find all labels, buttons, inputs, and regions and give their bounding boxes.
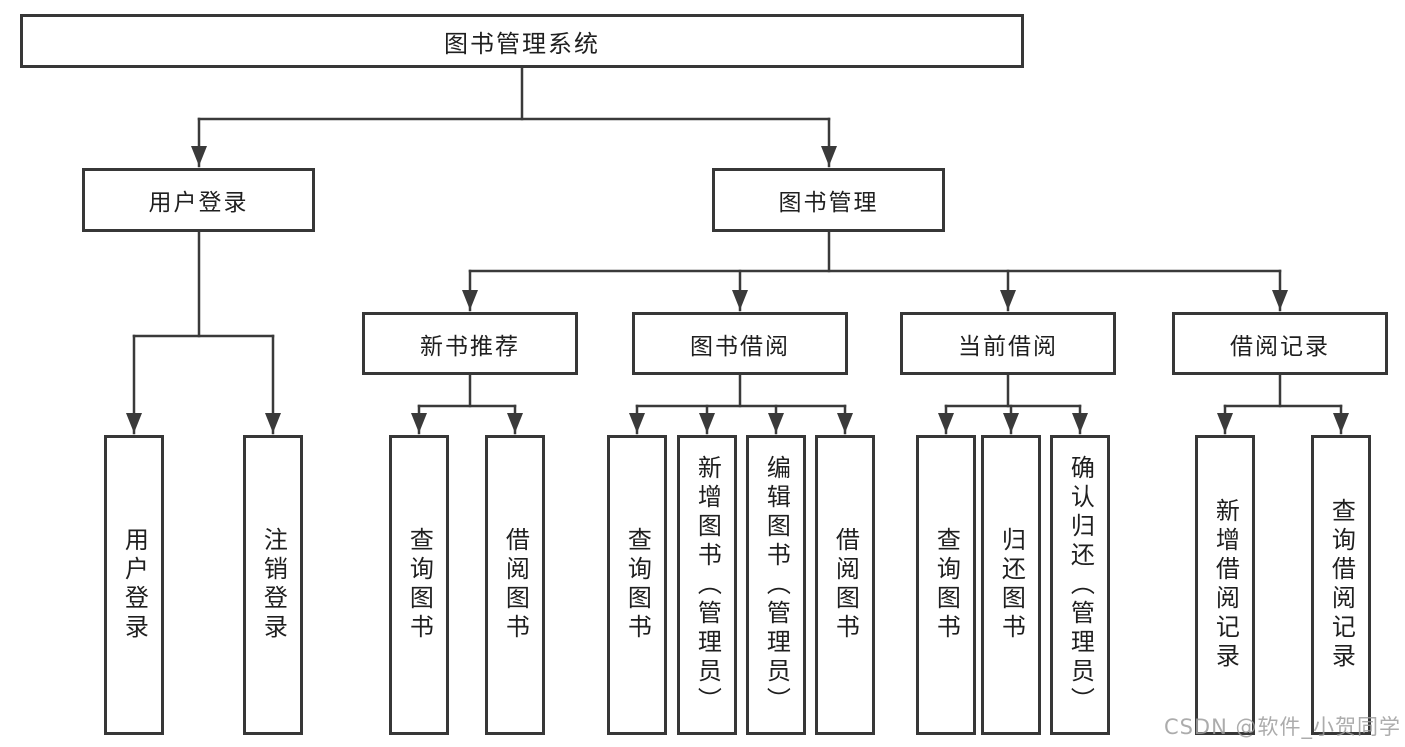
node-label: 图书管理	[778, 190, 879, 216]
node-label: 新书推荐	[420, 333, 520, 360]
leaf-add-book-admin: 新增图书（管理员）	[677, 435, 737, 735]
leaf-label: 查询借阅记录	[1327, 498, 1356, 672]
leaf-label: 归还图书	[997, 527, 1026, 643]
leaf-label: 注销登录	[259, 527, 288, 643]
leaf-label: 借阅图书	[501, 527, 530, 643]
node-current-borrow: 当前借阅	[900, 312, 1116, 375]
leaf-add-borrow-record: 新增借阅记录	[1195, 435, 1255, 735]
leaf-label: 查询图书	[623, 527, 652, 643]
node-label: 图书管理系统	[444, 29, 600, 58]
leaf-label: 确认归还（管理员）	[1066, 454, 1095, 716]
leaf-confirm-return-admin: 确认归还（管理员）	[1050, 435, 1110, 735]
leaf-label: 新增图书（管理员）	[693, 454, 722, 716]
leaf-query-borrow-record: 查询借阅记录	[1311, 435, 1371, 735]
leaf-logout: 注销登录	[243, 435, 303, 735]
node-new-book-recommend: 新书推荐	[362, 312, 578, 375]
leaf-label: 查询图书	[932, 527, 961, 643]
leaf-label: 查询图书	[405, 527, 434, 643]
leaf-label: 新增借阅记录	[1211, 498, 1240, 672]
leaf-user-login: 用户登录	[104, 435, 164, 735]
leaf-borrow-books-recommend: 借阅图书	[485, 435, 545, 735]
leaf-label: 借阅图书	[831, 527, 860, 643]
leaf-edit-book-admin: 编辑图书（管理员）	[746, 435, 806, 735]
leaf-query-books-current: 查询图书	[916, 435, 976, 735]
leaf-query-books-recommend: 查询图书	[389, 435, 449, 735]
leaf-label: 编辑图书（管理员）	[762, 454, 791, 716]
node-label: 图书借阅	[690, 333, 790, 360]
leaf-return-book: 归还图书	[981, 435, 1041, 735]
watermark: CSDN @软件_小贺同学	[1163, 715, 1401, 739]
leaf-label: 用户登录	[120, 527, 149, 643]
node-label: 当前借阅	[958, 333, 1058, 360]
leaf-query-books-borrow: 查询图书	[607, 435, 667, 735]
node-book-management: 图书管理	[712, 168, 945, 232]
leaf-borrow-books: 借阅图书	[815, 435, 875, 735]
node-label: 用户登录	[148, 190, 249, 216]
node-label: 借阅记录	[1230, 333, 1330, 360]
node-borrow-records: 借阅记录	[1172, 312, 1388, 375]
node-user-login: 用户登录	[82, 168, 315, 232]
node-root: 图书管理系统	[20, 14, 1024, 68]
node-book-borrow: 图书借阅	[632, 312, 848, 375]
